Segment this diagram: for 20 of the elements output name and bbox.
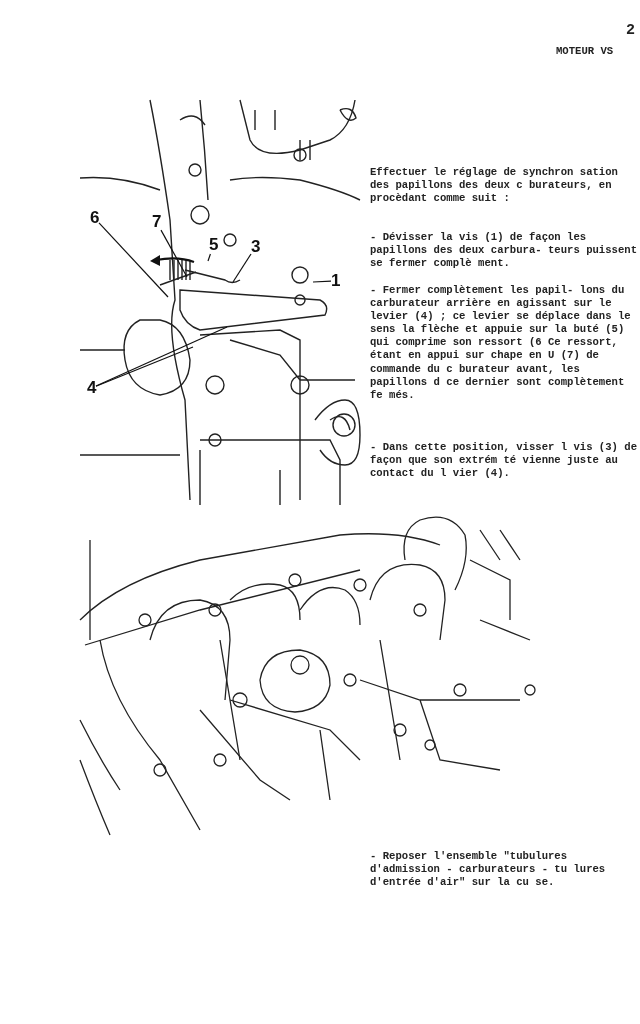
paragraph: - Dans cette position, visser l vis (3) de façon que son extrém té vienne juste au contact du l vier (4). bbox=[370, 441, 638, 481]
callout-number: 3 bbox=[251, 238, 261, 256]
paragraph: Effectuer le réglage de synchron sation des papillons des deux c burateurs, en procèdant comme suit : bbox=[370, 166, 619, 206]
paragraph: - Reposer l'ensemble "tubulures d'admission - carburateurs - tu lures d'entrée d'air" sur la cu se. bbox=[370, 850, 607, 890]
paragraph: - Fermer complètement les papil- lons du carburateur arrière en agissant sur le levier (4) ; ce levier se déplace dans le sens la flèche et appuie sur la buté (5) qui comprime son ressort (6 Ce ressort, étant en appui sur chape en U (7) de commande du c burateur avant, les papillons d ce dernier sont complètement fe més. bbox=[370, 284, 632, 402]
callout-number: 6 bbox=[90, 209, 100, 227]
leader-line bbox=[95, 326, 228, 387]
leader-line bbox=[207, 253, 211, 262]
leader-line bbox=[160, 229, 188, 278]
page-header: MOTEUR VS bbox=[556, 45, 615, 59]
paragraph: - Dévisser la vis (1) de façon les papillons des deux carbura- teurs puissent se fermer complè ment. bbox=[370, 231, 638, 271]
page-number: 2 bbox=[626, 24, 636, 38]
leader-line bbox=[312, 280, 332, 283]
leader-line bbox=[232, 253, 252, 283]
callout-number: 7 bbox=[152, 213, 162, 231]
leader-line bbox=[98, 222, 169, 298]
callout-number: 5 bbox=[209, 236, 219, 254]
callout-number: 4 bbox=[87, 379, 97, 397]
leader-line bbox=[95, 346, 194, 387]
callout-number: 1 bbox=[331, 272, 341, 290]
